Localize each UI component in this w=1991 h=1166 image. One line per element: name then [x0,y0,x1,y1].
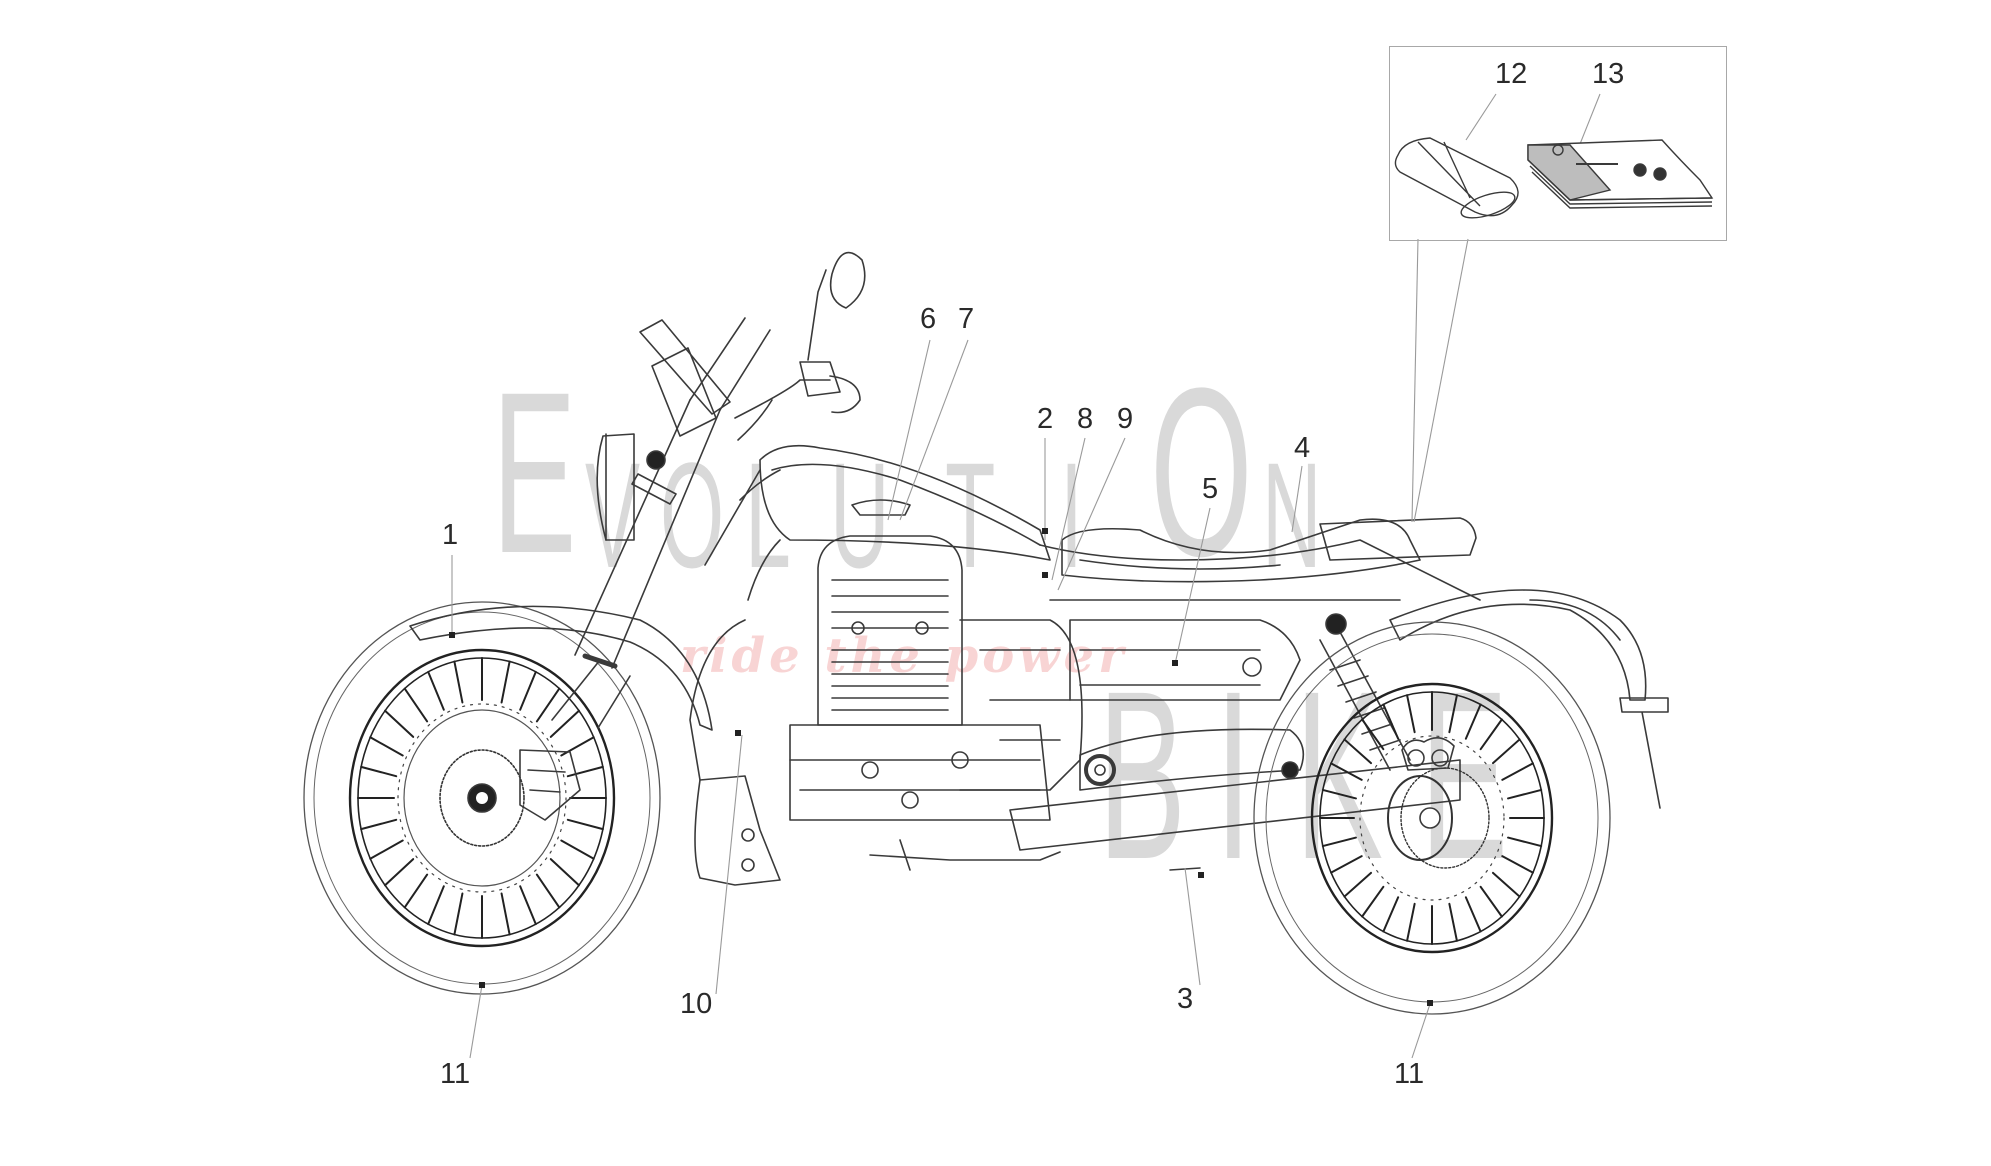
footpeg [869,839,1201,871]
spoke [1330,855,1363,874]
spoke [427,670,445,711]
spoke [560,839,595,860]
manual-icon [1527,139,1714,209]
side-panel [1069,619,1301,701]
watermark-letter: V [585,431,641,599]
tool-roll-icon [1394,137,1519,219]
spoke [369,736,404,757]
rear-fender [1389,589,1647,701]
spoke [1448,694,1458,734]
watermark-letter: L [745,431,791,599]
spoke [1491,738,1521,765]
spoke [519,670,537,711]
spoke [369,839,404,860]
callout-7: 7 [958,303,975,335]
pillion-seat [1319,517,1477,561]
callout-12: 12 [1495,58,1528,90]
watermark-letter: O [660,431,725,599]
handlebar [734,379,831,419]
mirror [829,251,866,309]
front-fork [551,399,721,729]
mirror-stem [807,269,827,361]
spoke [1501,762,1534,781]
spoke [1507,836,1543,848]
spoke [549,858,580,887]
instrument-cluster [651,347,717,437]
callout-11-front: 11 [440,1058,471,1090]
spoke [1382,703,1400,740]
spoke [384,709,415,738]
engine-cylinder [817,535,963,726]
callout-5: 5 [1202,473,1219,505]
callout-3: 3 [1177,983,1194,1015]
brake-master [799,361,861,414]
spoke [403,687,429,723]
engine-guard [694,775,781,886]
callout-9: 9 [1117,403,1134,435]
spoke [519,885,537,926]
spoke [1464,896,1482,933]
spoke [535,873,561,909]
spoke [560,736,595,757]
callout-8: 8 [1077,403,1094,435]
front-spokes [357,657,607,939]
spoke [1361,718,1385,751]
spoke [1382,896,1400,933]
rear-spokes [1319,691,1545,945]
spoke [384,858,415,887]
spoke [360,818,398,831]
spoke [403,873,429,909]
swingarm [1009,759,1461,851]
engine-block [789,724,1051,821]
transmission [959,619,1083,791]
spoke [1343,738,1373,765]
spoke [500,892,511,936]
watermark-letter: T [945,431,996,599]
spoke [1507,788,1543,800]
spoke [566,818,604,831]
callout-1: 1 [442,519,459,551]
spoke [1406,694,1416,734]
callout-11-rear: 11 [1394,1058,1425,1090]
spoke [1361,885,1385,918]
spoke [500,660,511,704]
leader-lines [451,93,1601,1059]
watermark-letter: E [492,344,577,601]
spoke [1343,871,1373,898]
license-bracket [1619,697,1669,809]
spoke [1479,885,1503,918]
spoke [453,892,464,936]
front-fender [409,605,713,731]
spoke [360,765,398,778]
callout-4: 4 [1294,432,1311,464]
callout-13: 13 [1592,58,1625,90]
spoke [453,660,464,704]
spoke [549,709,580,738]
spoke [427,885,445,926]
spoke [566,765,604,778]
accessory-inset-box [1389,46,1727,241]
rear-shock [1319,631,1411,771]
seat [1061,518,1421,583]
headlight [596,433,666,541]
spoke [1479,718,1503,751]
spoke [1321,788,1357,800]
spoke [1321,836,1357,848]
callout-2: 2 [1037,403,1054,435]
spoke [1330,762,1363,781]
fuel-tank [759,444,1051,561]
callout-markers [449,528,1433,1006]
callout-10: 10 [680,988,713,1020]
spoke [1501,855,1534,874]
spoke [1491,871,1521,898]
spoke [1464,703,1482,740]
callout-6: 6 [920,303,937,335]
spoke [1406,902,1416,942]
spoke [1448,902,1458,942]
spoke [535,687,561,723]
inset-drawings [1394,137,1714,219]
